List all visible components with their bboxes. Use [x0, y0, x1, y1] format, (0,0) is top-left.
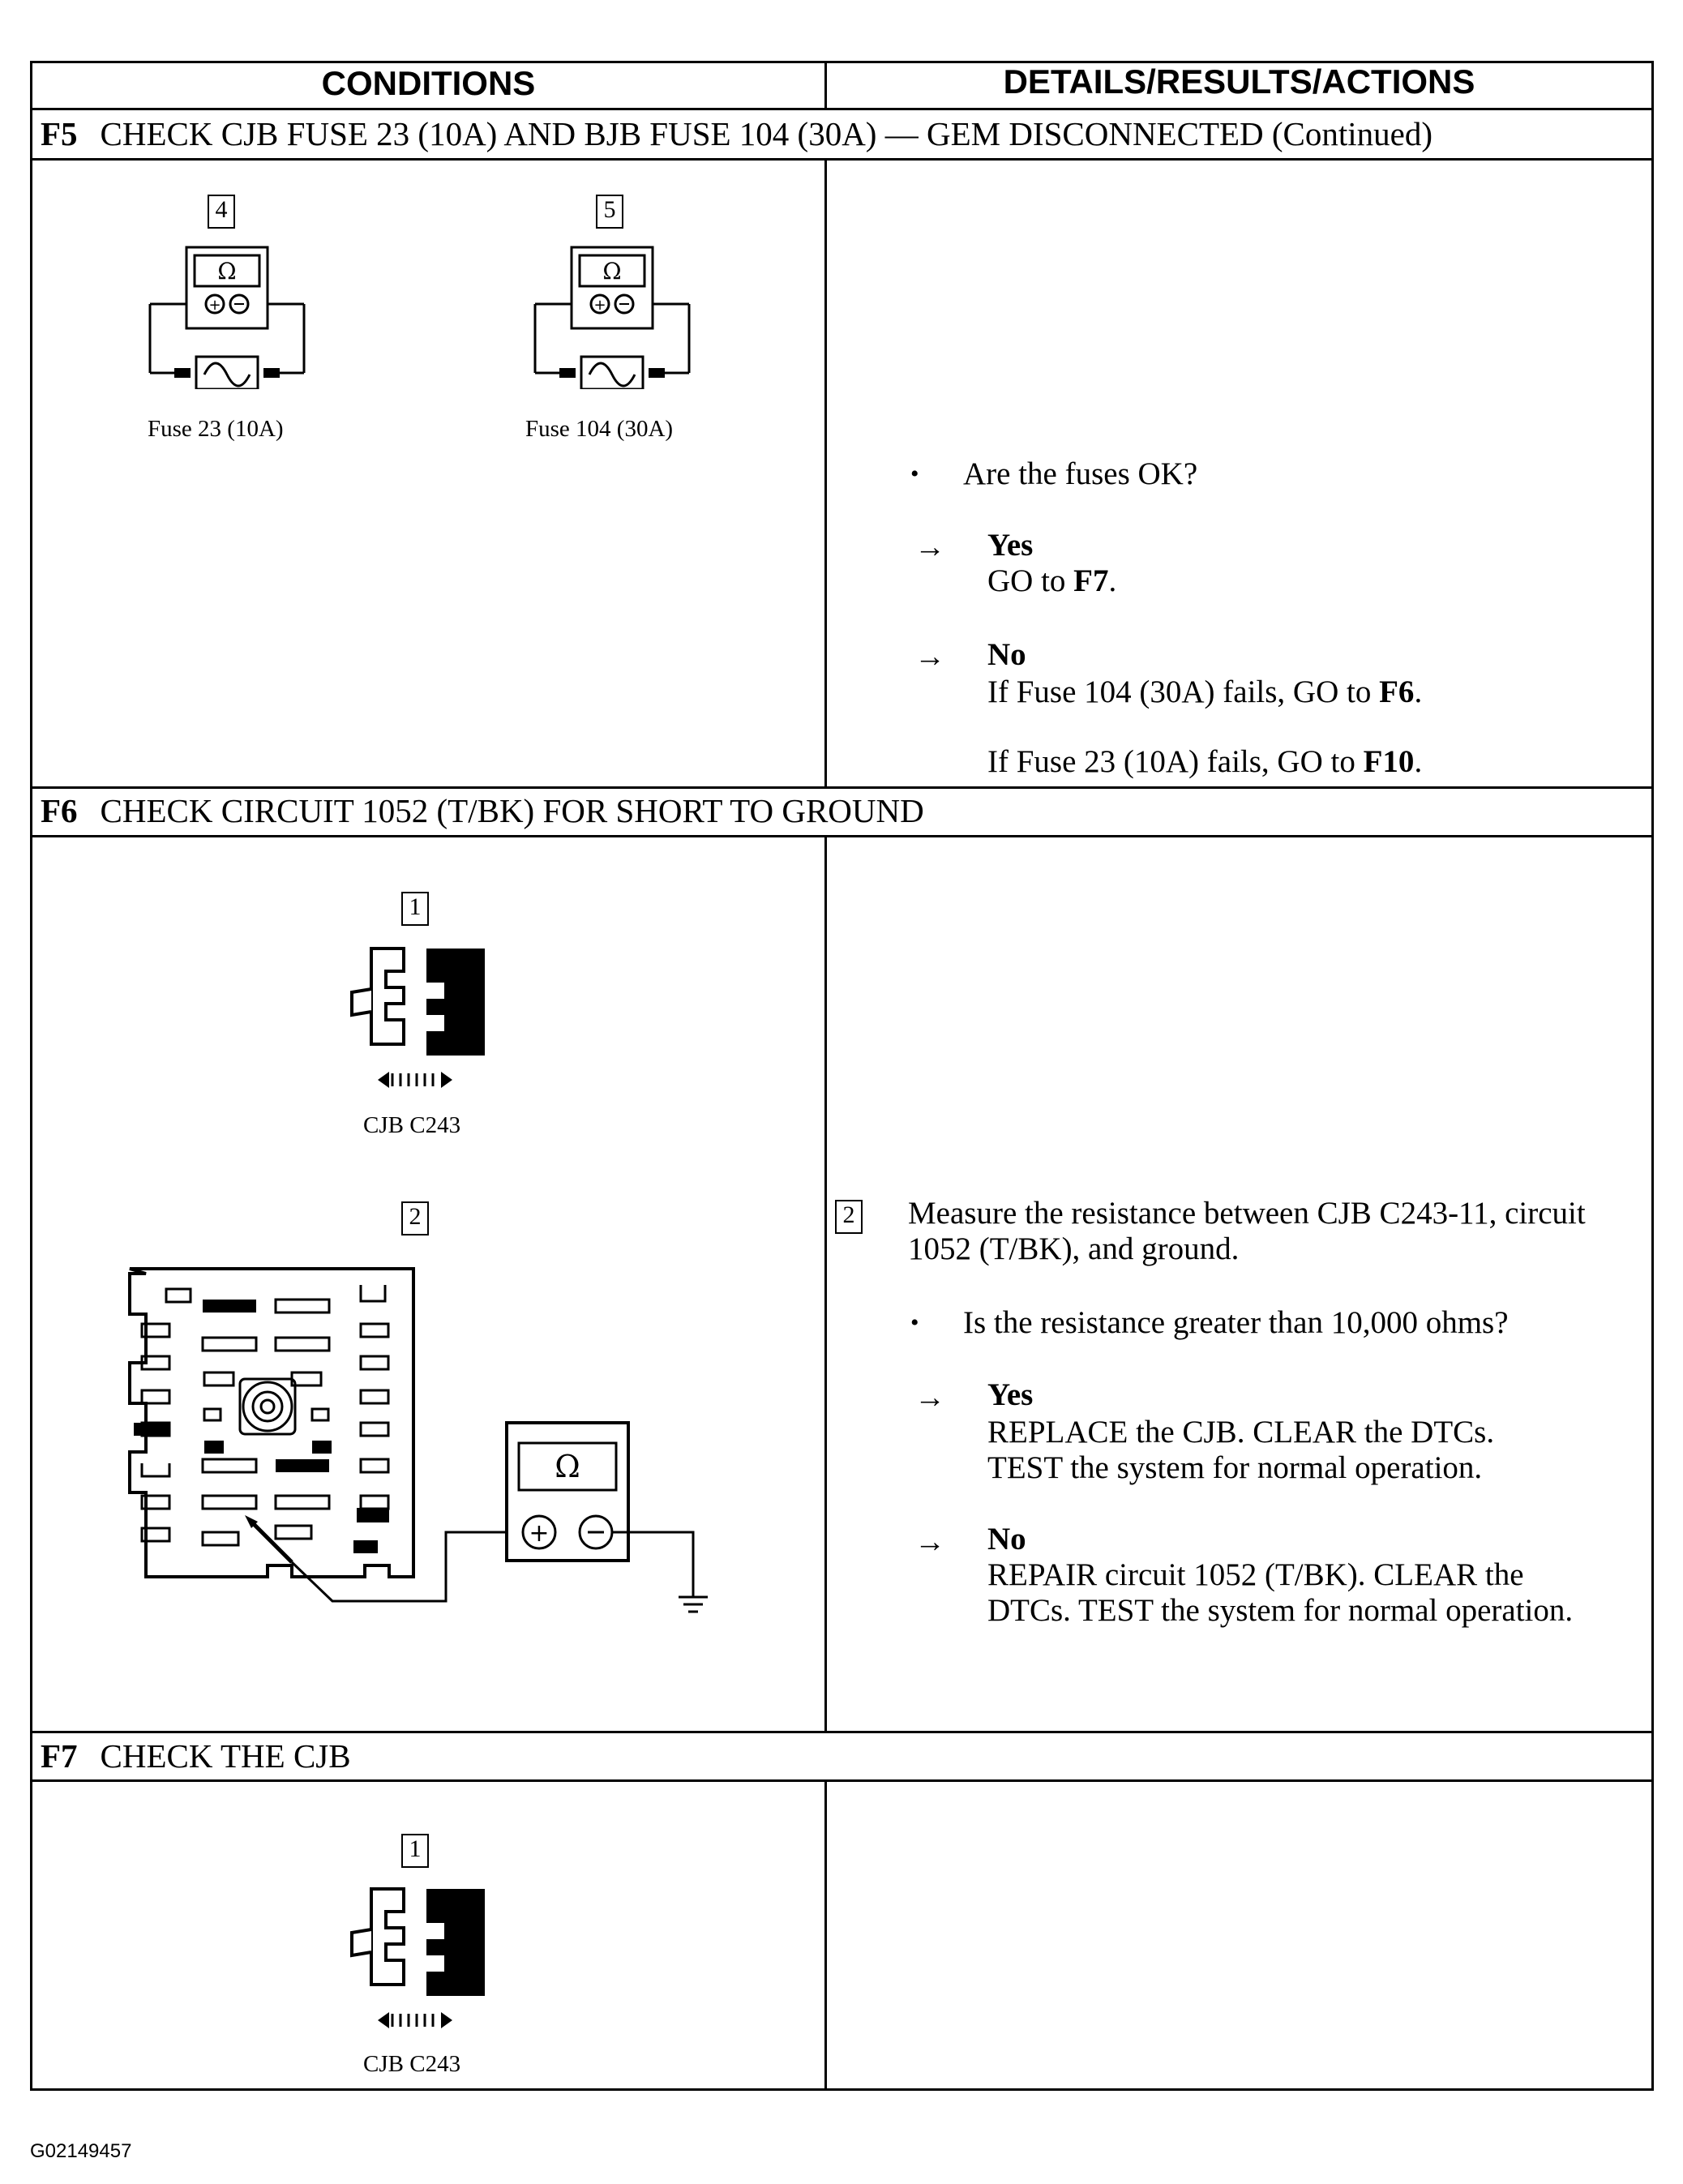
column-divider-f5 [824, 158, 827, 788]
f5-yes-action: GO to F7. [987, 563, 1117, 598]
fuse-104-label: Fuse 104 (30A) [525, 416, 674, 442]
header-divider [30, 108, 1654, 110]
svg-text:+: + [593, 297, 606, 314]
conditions-header: CONDITIONS [321, 64, 536, 102]
column-divider-header [824, 61, 827, 109]
cjb-connector-measurement-diagram: Ω + [128, 1267, 708, 1613]
arrow-right-icon: → [914, 1525, 945, 1559]
f7-top-divider [30, 1731, 1654, 1733]
f6-connector-label: CJB C243 [363, 1112, 461, 1138]
f6-top-divider [30, 786, 1654, 789]
f5-section-title: F5 CHECK CJB FUSE 23 (10A) AND BJB FUSE 1… [41, 114, 1432, 153]
f6-title-divider [30, 835, 1654, 837]
connector-disconnect-diagram [350, 1887, 485, 2028]
arrow-right-icon: → [914, 640, 945, 674]
bullet-icon: • [910, 460, 919, 487]
fuse-104-test-diagram: Ω + [533, 246, 691, 389]
f6-step-id: F6 [41, 792, 78, 829]
f5-no-action-1: If Fuse 104 (30A) fails, GO to F6. [987, 674, 1423, 709]
f7-title-text: CHECK THE CJB [100, 1737, 351, 1775]
f6-no-label: No [987, 1522, 1026, 1557]
f5-yes-label: Yes [987, 528, 1034, 563]
f5-step-4-marker: 4 [208, 195, 235, 229]
ohm-icon: Ω [555, 1449, 580, 1484]
table-border-right [1651, 61, 1654, 2091]
f6-yes-label: Yes [987, 1377, 1034, 1412]
f6-section-title: F6 CHECK CIRCUIT 1052 (T/BK) FOR SHORT TO… [41, 791, 924, 830]
table-border-bottom [30, 2088, 1654, 2091]
f6-yes-action: REPLACE the CJB. CLEAR the DTCs. TEST th… [987, 1415, 1495, 1485]
column-divider-f6 [824, 835, 827, 1732]
f5-step-id: F5 [41, 115, 78, 152]
f6-question: Is the resistance greater than 10,000 oh… [963, 1305, 1509, 1340]
f6-step-1-marker: 1 [401, 892, 429, 926]
svg-text:+: + [529, 1519, 549, 1548]
f7-section-title: F7 CHECK THE CJB [41, 1736, 351, 1775]
f6-step-2-marker: 2 [401, 1201, 429, 1235]
f7-connector-label: CJB C243 [363, 2051, 461, 2077]
figure-code: G02149457 [30, 2140, 132, 2162]
f5-no-action-2: If Fuse 23 (10A) fails, GO to F10. [987, 744, 1423, 779]
svg-text:+: + [208, 297, 221, 314]
f5-no-label: No [987, 637, 1026, 672]
ohm-icon: Ω [217, 258, 236, 285]
fuse-23-test-diagram: Ω + [148, 246, 306, 389]
f6-instruction: Measure the resistance between CJB C243-… [908, 1196, 1586, 1266]
f7-step-1-marker: 1 [401, 1834, 429, 1868]
ground-icon [679, 1595, 708, 1613]
f7-step-id: F7 [41, 1737, 78, 1775]
f6-detail-step-2-marker: 2 [835, 1200, 863, 1234]
bullet-icon: • [910, 1309, 919, 1336]
arrow-right-icon: → [914, 1381, 945, 1415]
f5-title-divider [30, 158, 1654, 161]
column-divider-f7 [824, 1779, 827, 2090]
details-header: DETAILS/RESULTS/ACTIONS [1003, 62, 1475, 101]
f5-step-5-marker: 5 [596, 195, 623, 229]
ohm-icon: Ω [602, 258, 621, 285]
f7-title-divider [30, 1779, 1654, 1782]
connector-disconnect-diagram [350, 947, 485, 1088]
arrow-right-icon: → [914, 530, 945, 564]
f5-title-text: CHECK CJB FUSE 23 (10A) AND BJB FUSE 104… [100, 115, 1433, 152]
f5-question: Are the fuses OK? [963, 456, 1198, 491]
f6-title-text: CHECK CIRCUIT 1052 (T/BK) FOR SHORT TO G… [100, 792, 924, 829]
table-border-top [30, 61, 1654, 63]
table-border-left [30, 61, 32, 2091]
fuse-23-label: Fuse 23 (10A) [148, 416, 284, 442]
f6-no-action: REPAIR circuit 1052 (T/BK). CLEAR the DT… [987, 1557, 1574, 1628]
